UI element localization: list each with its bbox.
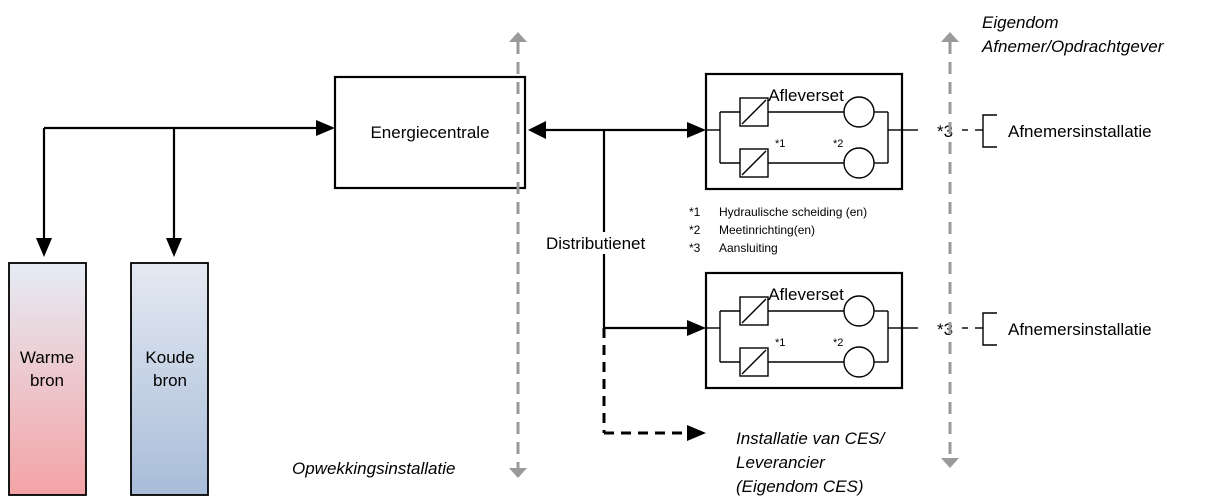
ces-label-line3: (Eigendom CES) (736, 477, 864, 496)
energiecentrale-label: Energiecentrale (370, 123, 489, 142)
meter-icon (843, 346, 875, 378)
ces-installatie-label: Installatie van CES/ Leverancier (Eigend… (736, 429, 887, 496)
koude-bron-label-line2: bron (153, 371, 187, 390)
legend-marker-1: *1 (689, 205, 701, 219)
legend-text-2: Meetinrichting(en) (719, 223, 815, 237)
legend-marker-2: *2 (689, 223, 701, 237)
afleverset-1-marker-1: *1 (775, 138, 785, 150)
afleverset-2-marker-2: *2 (833, 337, 843, 349)
afleverset-1-title: Afleverset (768, 86, 844, 105)
distribution-network-lines: Distributienet (528, 121, 706, 441)
afleverset-1: Afleverset *1 *2 (704, 72, 904, 191)
aansluiting-2: *3 Afnemersinstallatie (902, 312, 1152, 346)
warme-bron-block: Warme bron (8, 262, 87, 496)
koude-bron-block: Koude bron (130, 262, 209, 496)
opwekkingsinstallatie-label: Opwekkingsinstallatie (292, 459, 455, 478)
afleverset-2-title: Afleverset (768, 285, 844, 304)
boundary-opwekking: Opwekkingsinstallatie (292, 32, 527, 478)
energiecentrale-block: Energiecentrale (333, 75, 527, 190)
legend-marker-3: *3 (689, 241, 701, 255)
distributienet-label: Distributienet (546, 234, 645, 253)
afleverset-1-marker-2: *2 (833, 138, 843, 150)
legend: *1 Hydraulische scheiding (en) *2 Meetin… (689, 205, 867, 255)
warme-bron-label-line1: Warme (20, 348, 74, 367)
ces-label-line2: Leverancier (736, 453, 826, 472)
source-connection-lines (36, 120, 335, 257)
koude-bron-label-line1: Koude (145, 348, 194, 367)
meter-icon (843, 147, 875, 179)
ces-label-line1: Installatie van CES/ (736, 429, 887, 448)
legend-text-3: Aansluiting (719, 241, 778, 255)
eigendom-label-line2: Afnemer/Opdrachtgever (981, 37, 1165, 56)
boundary-eigendom: Eigendom Afnemer/Opdrachtgever (941, 13, 1165, 468)
aansluiting-1: *3 Afnemersinstallatie (902, 114, 1152, 148)
warme-bron-label-line2: bron (30, 371, 64, 390)
meter-icon (843, 295, 875, 327)
afleverset-2-marker-1: *1 (775, 337, 785, 349)
legend-text-1: Hydraulische scheiding (en) (719, 205, 867, 219)
afnemersinstallatie-2-label: Afnemersinstallatie (1008, 320, 1152, 339)
afleverset-2: Afleverset *1 *2 (704, 271, 904, 390)
afnemersinstallatie-1-label: Afnemersinstallatie (1008, 122, 1152, 141)
eigendom-label-line1: Eigendom (982, 13, 1059, 32)
meter-icon (843, 96, 875, 128)
